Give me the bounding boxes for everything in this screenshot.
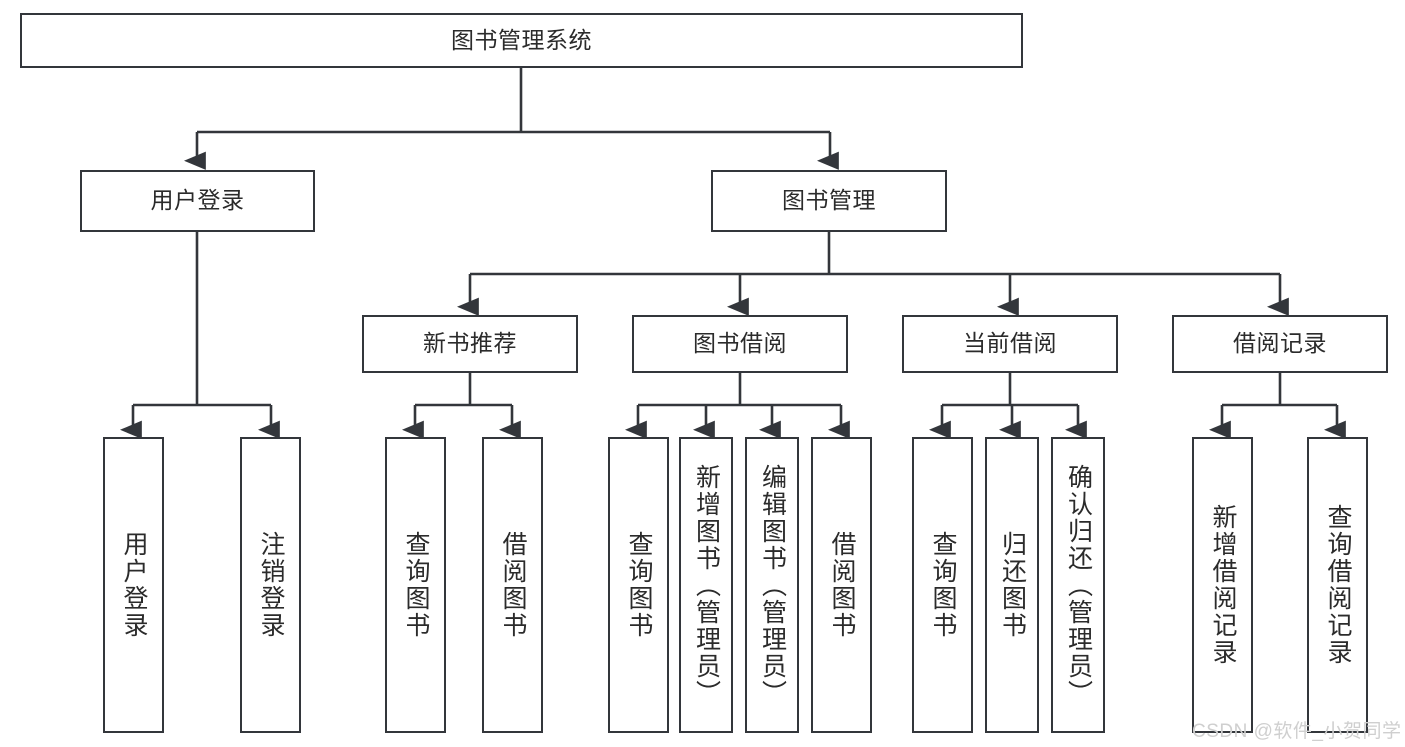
node-leaf-user-logout-label: 注销登录 — [257, 531, 285, 639]
node-leaf-edit-book-label: 编辑图书（管理员） — [758, 463, 787, 707]
node-user-login[interactable]: 用户登录 — [80, 170, 315, 232]
node-leaf-return-book[interactable]: 归还图书 — [985, 437, 1039, 733]
node-leaf-return-book-label: 归还图书 — [998, 531, 1027, 639]
node-leaf-add-book[interactable]: 新增图书（管理员） — [679, 437, 733, 733]
node-current-borrow-label: 当前借阅 — [963, 330, 1057, 357]
node-leaf-user-logout[interactable]: 注销登录 — [240, 437, 301, 733]
node-new-book-recommend-label: 新书推荐 — [423, 330, 517, 357]
node-leaf-query-record-label: 查询借阅记录 — [1324, 504, 1352, 666]
node-leaf-confirm-return-label: 确认归还（管理员） — [1064, 463, 1093, 707]
node-user-login-label: 用户登录 — [150, 187, 245, 214]
node-leaf-edit-book[interactable]: 编辑图书（管理员） — [745, 437, 799, 733]
node-borrow-record[interactable]: 借阅记录 — [1172, 315, 1388, 373]
watermark: CSDN @软件_小贺同学 — [1192, 721, 1402, 742]
node-book-manage[interactable]: 图书管理 — [711, 170, 947, 232]
node-book-manage-label: 图书管理 — [782, 187, 876, 214]
node-leaf-borrow-book-1[interactable]: 借阅图书 — [482, 437, 543, 733]
node-leaf-query-book-3-label: 查询图书 — [929, 531, 957, 639]
node-borrow-record-label: 借阅记录 — [1233, 330, 1327, 357]
node-leaf-query-book-2-label: 查询图书 — [625, 531, 653, 639]
node-leaf-borrow-book-2-label: 借阅图书 — [828, 531, 856, 639]
node-leaf-borrow-book-2[interactable]: 借阅图书 — [811, 437, 872, 733]
node-leaf-confirm-return[interactable]: 确认归还（管理员） — [1051, 437, 1105, 733]
node-leaf-borrow-book-1-label: 借阅图书 — [499, 531, 527, 639]
node-leaf-query-book-2[interactable]: 查询图书 — [608, 437, 669, 733]
node-leaf-query-book-1[interactable]: 查询图书 — [385, 437, 446, 733]
node-leaf-query-record[interactable]: 查询借阅记录 — [1307, 437, 1368, 733]
node-leaf-add-record-label: 新增借阅记录 — [1209, 504, 1237, 666]
node-new-book-recommend[interactable]: 新书推荐 — [362, 315, 578, 373]
node-leaf-query-book-3[interactable]: 查询图书 — [912, 437, 973, 733]
node-root-label: 图书管理系统 — [451, 26, 592, 53]
node-book-borrow[interactable]: 图书借阅 — [632, 315, 848, 373]
node-leaf-add-book-label: 新增图书（管理员） — [692, 463, 721, 707]
node-leaf-add-record[interactable]: 新增借阅记录 — [1192, 437, 1253, 733]
node-leaf-user-login[interactable]: 用户登录 — [103, 437, 164, 733]
node-book-borrow-label: 图书借阅 — [693, 330, 787, 357]
node-leaf-user-login-label: 用户登录 — [120, 531, 148, 639]
node-leaf-query-book-1-label: 查询图书 — [402, 531, 430, 639]
node-root[interactable]: 图书管理系统 — [20, 13, 1023, 68]
node-current-borrow[interactable]: 当前借阅 — [902, 315, 1118, 373]
